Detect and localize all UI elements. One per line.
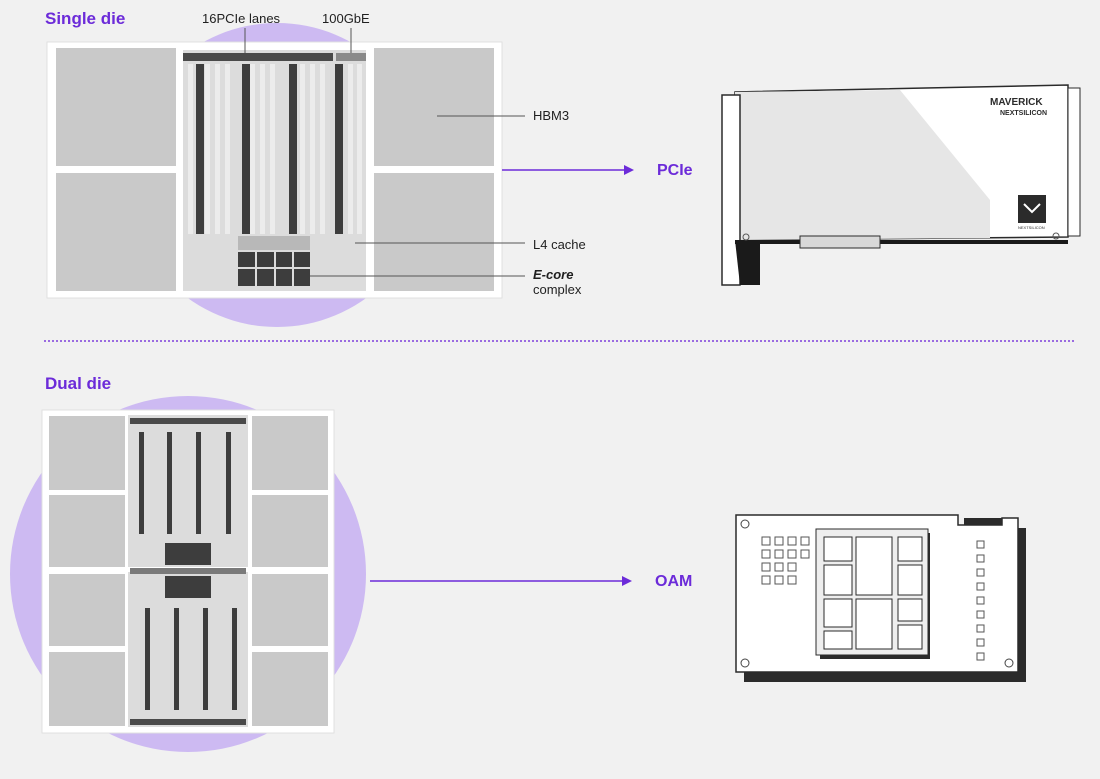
hbm3-block [49,495,125,567]
hbm3-block [56,48,176,166]
l4-cache-label: L4 cache [533,237,586,252]
single-die-title: Single die [45,9,126,28]
hbm3-block [374,48,494,166]
hbm3-block [49,574,125,646]
pcie-label: PCIe [657,162,693,179]
hbm3-block [374,173,494,291]
e-core-complex [165,543,211,598]
gbe-label: 100GbE [322,11,370,26]
hbm3-block [49,652,125,726]
card-badge-icon [1018,195,1046,223]
hbm3-block [252,416,328,490]
e-core-label: E-core [533,267,574,282]
card-maker-label: NEXTSILICON [1000,110,1048,117]
arrow-to-oam [370,576,632,586]
oam-label: OAM [655,573,693,590]
e-core-complex [238,252,310,286]
hbm3-label: HBM3 [533,108,570,123]
hbm3-block [56,173,176,291]
arrow-to-pcie [502,165,634,175]
section-divider [44,340,1074,342]
hbm3-block [252,652,328,726]
l4-cache-block [238,236,310,250]
pcie-lanes-label: 16PCIe lanes [202,11,281,26]
hbm3-block [49,416,125,490]
e-core-complex-label: complex [533,282,582,297]
hbm3-block [252,574,328,646]
oam-module [735,514,1026,682]
card-brand-label: MAVERICK [990,97,1043,108]
card-badge-caption: NEXTSILICON [1018,225,1045,230]
dual-die-package [41,409,335,734]
single-die-package [46,41,503,299]
hbm3-block [252,495,328,567]
pcie-card [721,84,1081,286]
dual-die-title: Dual die [45,374,112,393]
